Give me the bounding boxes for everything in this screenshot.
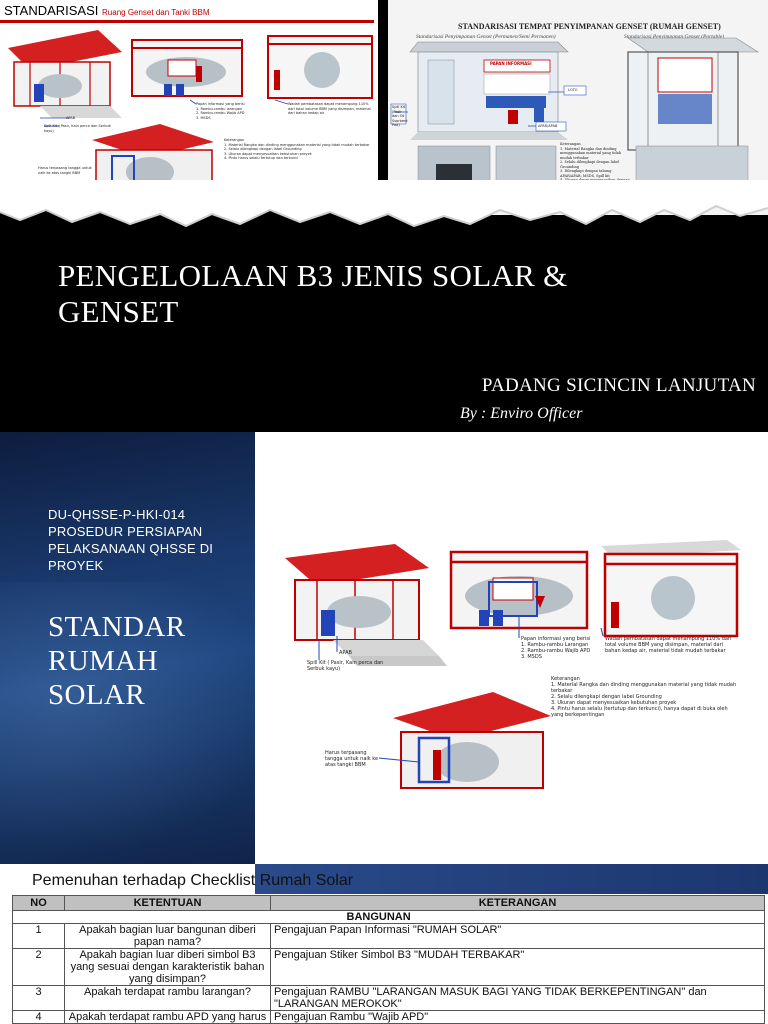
procedure-code: DU-QHSSE-P-HKI-014 PROSEDUR PERSIAPAN PE… [48,507,214,573]
portable-genset-cage-drawing [627,37,760,151]
table-row: 4 Apakah terdapat rambu APD yang harus P… [12,1010,765,1024]
panel-shine [0,582,255,864]
cover-title: PENGELOLAAN B3 JENIS SOLAR & GENSET [58,258,718,330]
note-papan-informasi: Papan informasi yang berisi 1. Rambu-ram… [196,102,245,120]
house-left-drawing [285,544,447,666]
cover-slide: STANDARISASI Ruang Genset dan Tanki BBM [0,0,768,432]
figure-heading-subtext: Ruang Genset dan Tanki BBM [102,8,210,17]
house-middle-drawing [449,550,589,630]
row-ketentuan: Apakah terdapat rambu larangan? [64,985,271,1011]
figure-subheading-permanent: Standarisasi Penyimpanan Genset (Permane… [416,34,556,40]
note-tangga: Harus terpasang tangga untuk naik ke ata… [38,166,92,175]
row-keterangan: Pengajuan RAMBU "LARANGAN MASUK BAGI YAN… [270,985,765,1011]
column-header-keterangan: KETERANGAN [270,895,765,911]
section-spacer [64,910,271,924]
row-keterangan: Pengajuan Papan Informasi "RUMAH SOLAR" [270,923,765,949]
rumah-solar-diagram: Papan informasi yang berisi 1. Rambu-ram… [283,540,743,860]
permanent-genset-house-drawing [409,41,569,140]
table-row: 1 Apakah bagian luar bangunan diberi pap… [12,923,765,949]
blue-top-band [255,864,768,894]
section-row: BANGUNAN [12,910,765,924]
slide-title: STANDAR RUMAH SOLAR [48,611,186,711]
house-bottom-drawing [393,692,551,789]
note-keterangan: Keterangan 1. Material Rangka dan dindin… [551,676,737,718]
row-keterangan: Pengajuan Rambu "Wajib APD" [270,1010,765,1024]
note-spill-kit: Spill Kit ( Pasir, Kain perca dan Serbuk… [307,660,384,672]
label-spill-kit: Spill Kit (Pasir dan Oil Ssorbent Pad) [392,105,408,127]
house-middle-drawing [131,39,243,97]
torn-paper-edge [0,180,768,228]
genset-room-standard-figure: STANDARISASI Ruang Genset dan Tanki BBM [0,0,378,195]
house-left-drawing [8,30,122,118]
row-number: 1 [12,923,65,949]
checklist-slide: Pemenuhan terhadap Checklist Rumah Solar… [0,864,768,1024]
genset-house-illustration [8,30,373,191]
figure-heading: STANDARISASI Ruang Genset dan Tanki BBM [4,3,210,18]
standard-slide: DU-QHSSE-P-HKI-014 PROSEDUR PERSIAPAN PE… [0,432,768,864]
note-wadah-pembatasan: Wadah pembatasan dapat menampung 110% da… [605,636,732,654]
table-row: 3 Apakah terdapat rambu larangan? Pengaj… [12,985,765,1011]
checklist-table: NO KETENTUAN KETERANGAN BANGUNAN 1 Apaka… [12,895,765,1024]
row-number: 4 [12,1010,65,1024]
note-wadah-pembatasan: Wadah pembatasan dapat menampung 110% da… [288,102,371,115]
column-header-no: NO [12,895,65,911]
rumah-solar-illustration [285,540,741,789]
papan-informasi-sign: PAPAN INFORMASI [490,61,532,66]
heading-underline [0,20,374,23]
checklist-heading-part2: Rumah Solar [259,872,354,889]
row-ketentuan: Apakah terdapat rambu APD yang harus [64,1010,271,1024]
section-spacer [12,910,65,924]
cover-title-line1: PENGELOLAAN B3 JENIS SOLAR & [58,258,568,293]
label-apar: APAR/APAB [538,124,558,128]
note-tangga: Harus terpasang tangga untuk naik ke ata… [325,750,379,768]
table-header-row: NO KETENTUAN KETERANGAN [12,895,765,911]
cover-byline: By : Enviro Officer [460,405,583,422]
row-number: 2 [12,948,65,986]
blue-side-panel: DU-QHSSE-P-HKI-014 PROSEDUR PERSIAPAN PE… [0,432,255,864]
note-spill-kit: Spill Kit ( Pasir, Kain perca dan Serbuk… [44,124,111,133]
figure-subheading-portable: Standarisasi Penyimpanan Genset (Portabl… [624,34,725,40]
checklist-heading-part1: Pemenuhan terhadap Checklist [32,872,260,889]
section-label: BANGUNAN [270,910,765,924]
figure-heading-text: STANDARISASI [4,3,99,18]
row-number: 3 [12,985,65,1011]
note-apab: APAB [339,650,352,656]
house-right-drawing [601,540,741,638]
note-apab: APAB [66,116,76,120]
cover-title-line2: GENSET [58,294,179,329]
note-keterangan: Keterangan 1. Material Rangka dan dindin… [224,138,370,160]
house-right-drawing [267,35,373,99]
row-keterangan: Pengajuan Stiker Simbol B3 "MUDAH TERBAK… [270,948,765,986]
row-ketentuan: Apakah bagian luar bangunan diberi papan… [64,923,271,949]
row-ketentuan: Apakah bagian luar diberi simbol B3 yang… [64,948,271,986]
checklist-heading: Pemenuhan terhadap Checklist Rumah Solar [32,872,353,890]
label-loto: LOTO [568,88,578,92]
table-row: 2 Apakah bagian luar diberi simbol B3 ya… [12,948,765,986]
column-header-ketentuan: KETENTUAN [64,895,271,911]
note-papan-informasi: Papan informasi yang berisi 1. Rambu-ram… [521,636,591,660]
figure-heading: STANDARISASI TEMPAT PENYIMPANAN GENSET (… [458,22,721,31]
cover-subtitle: PADANG SICINCIN LANJUTAN [481,375,756,396]
